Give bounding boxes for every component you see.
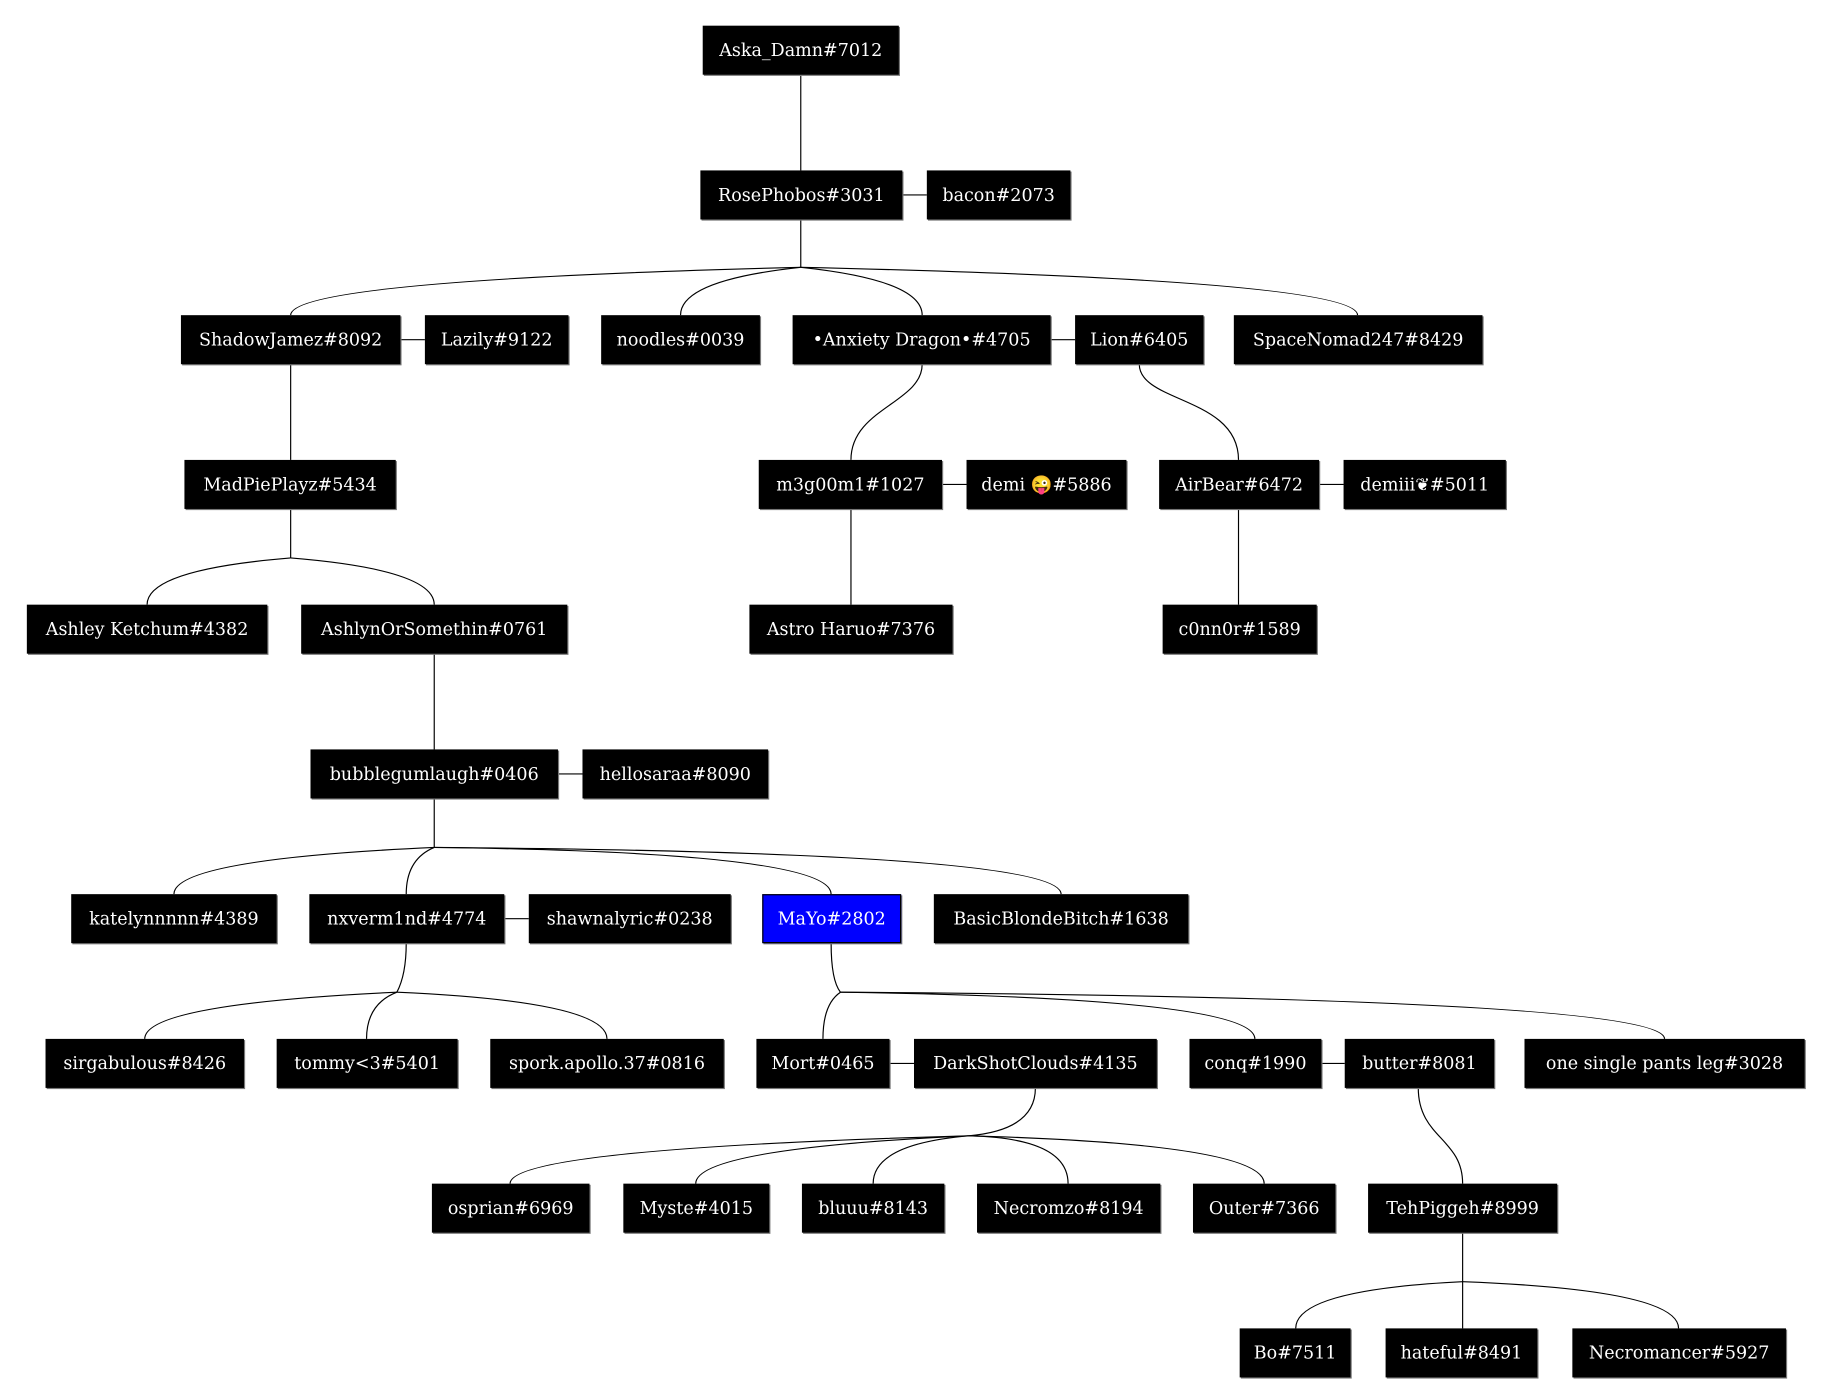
node-outer[interactable]: Outer#7366 xyxy=(1192,1183,1336,1233)
edge xyxy=(800,266,923,316)
node-ashlyn[interactable]: AshlynOrSomethin#0761 xyxy=(301,604,568,654)
node-aska[interactable]: Aska_Damn#7012 xyxy=(702,25,899,75)
edge xyxy=(144,991,397,1039)
node-anxiety[interactable]: •Anxiety Dragon•#4705 xyxy=(792,315,1051,365)
node-myste[interactable]: Myste#4015 xyxy=(623,1183,770,1233)
node-spacenomad[interactable]: SpaceNomad247#8429 xyxy=(1233,315,1483,365)
edge xyxy=(290,557,435,605)
node-hateful[interactable]: hateful#8491 xyxy=(1385,1328,1538,1378)
node-demi[interactable]: demi 😜#5886 xyxy=(966,459,1127,509)
edge xyxy=(830,943,841,993)
node-madpie[interactable]: MadPiePlayz#5434 xyxy=(184,459,396,509)
node-ashley[interactable]: Ashley Ketchum#4382 xyxy=(26,604,268,654)
node-noodles[interactable]: noodles#0039 xyxy=(601,315,760,365)
edge xyxy=(1417,1087,1464,1184)
edge xyxy=(509,1135,969,1184)
edge xyxy=(872,1135,969,1184)
node-tehpiggeh[interactable]: TehPiggeh#8999 xyxy=(1368,1183,1558,1233)
node-m3g[interactable]: m3g00m1#1027 xyxy=(758,459,943,509)
node-darkshot[interactable]: DarkShotClouds#4135 xyxy=(913,1038,1157,1088)
node-basic[interactable]: BasicBlondeBitch#1638 xyxy=(933,894,1189,944)
node-bo[interactable]: Bo#7511 xyxy=(1239,1328,1351,1378)
node-shadow[interactable]: ShadowJamez#8092 xyxy=(180,315,401,365)
node-necromancer[interactable]: Necromancer#5927 xyxy=(1572,1328,1786,1378)
node-demiii[interactable]: demiii❦#5011 xyxy=(1343,459,1506,509)
node-bacon[interactable]: bacon#2073 xyxy=(926,170,1071,220)
node-rose[interactable]: RosePhobos#3031 xyxy=(700,170,903,220)
node-connor[interactable]: c0nn0r#1589 xyxy=(1162,604,1317,654)
node-mort[interactable]: Mort#0465 xyxy=(756,1038,890,1088)
node-shawna[interactable]: shawnalyric#0238 xyxy=(528,894,731,944)
node-spork[interactable]: spork.apollo.37#0816 xyxy=(490,1038,724,1088)
edge xyxy=(434,846,832,895)
edge xyxy=(968,1135,1265,1184)
edge xyxy=(1462,1281,1680,1329)
node-lazily[interactable]: Lazily#9122 xyxy=(424,315,569,365)
edge xyxy=(822,991,841,1039)
edge xyxy=(800,266,1359,316)
edge xyxy=(396,943,407,993)
edge xyxy=(396,991,608,1039)
node-bluuu[interactable]: bluuu#8143 xyxy=(801,1183,945,1233)
edge xyxy=(840,991,1666,1040)
node-airbear[interactable]: AirBear#6472 xyxy=(1159,459,1320,509)
node-butter[interactable]: butter#8081 xyxy=(1344,1038,1495,1088)
node-nxverm[interactable]: nxverm1nd#4774 xyxy=(309,894,505,944)
node-hellosaraa[interactable]: hellosaraa#8090 xyxy=(582,749,769,799)
edge xyxy=(1138,364,1240,460)
node-necromzo[interactable]: Necromzo#8194 xyxy=(977,1183,1161,1233)
edge xyxy=(850,364,923,460)
edge xyxy=(1295,1281,1463,1329)
node-bubble[interactable]: bubblegumlaugh#0406 xyxy=(310,749,558,799)
node-astro[interactable]: Astro Haruo#7376 xyxy=(749,604,953,654)
node-osprian[interactable]: osprian#6969 xyxy=(431,1183,590,1233)
edge xyxy=(365,991,398,1039)
edge xyxy=(695,1135,969,1184)
edge xyxy=(968,1087,1036,1137)
node-pantsleg[interactable]: one single pants leg#3028 xyxy=(1524,1038,1805,1088)
edge xyxy=(146,557,291,605)
edge xyxy=(434,846,1062,895)
node-mayo-highlighted[interactable]: MaYo#2802 xyxy=(762,894,902,944)
edge xyxy=(968,1135,1069,1184)
node-katelyn[interactable]: katelynnnnn#4389 xyxy=(71,894,277,944)
edge xyxy=(290,266,801,316)
edge xyxy=(679,266,801,316)
edge xyxy=(840,991,1256,1039)
edge xyxy=(405,846,435,895)
node-tommy[interactable]: tommy<3#5401 xyxy=(276,1038,458,1088)
node-sirg[interactable]: sirgabulous#8426 xyxy=(45,1038,244,1088)
edge xyxy=(173,846,435,895)
node-conq[interactable]: conq#1990 xyxy=(1189,1038,1322,1088)
node-lion[interactable]: Lion#6405 xyxy=(1075,315,1204,365)
